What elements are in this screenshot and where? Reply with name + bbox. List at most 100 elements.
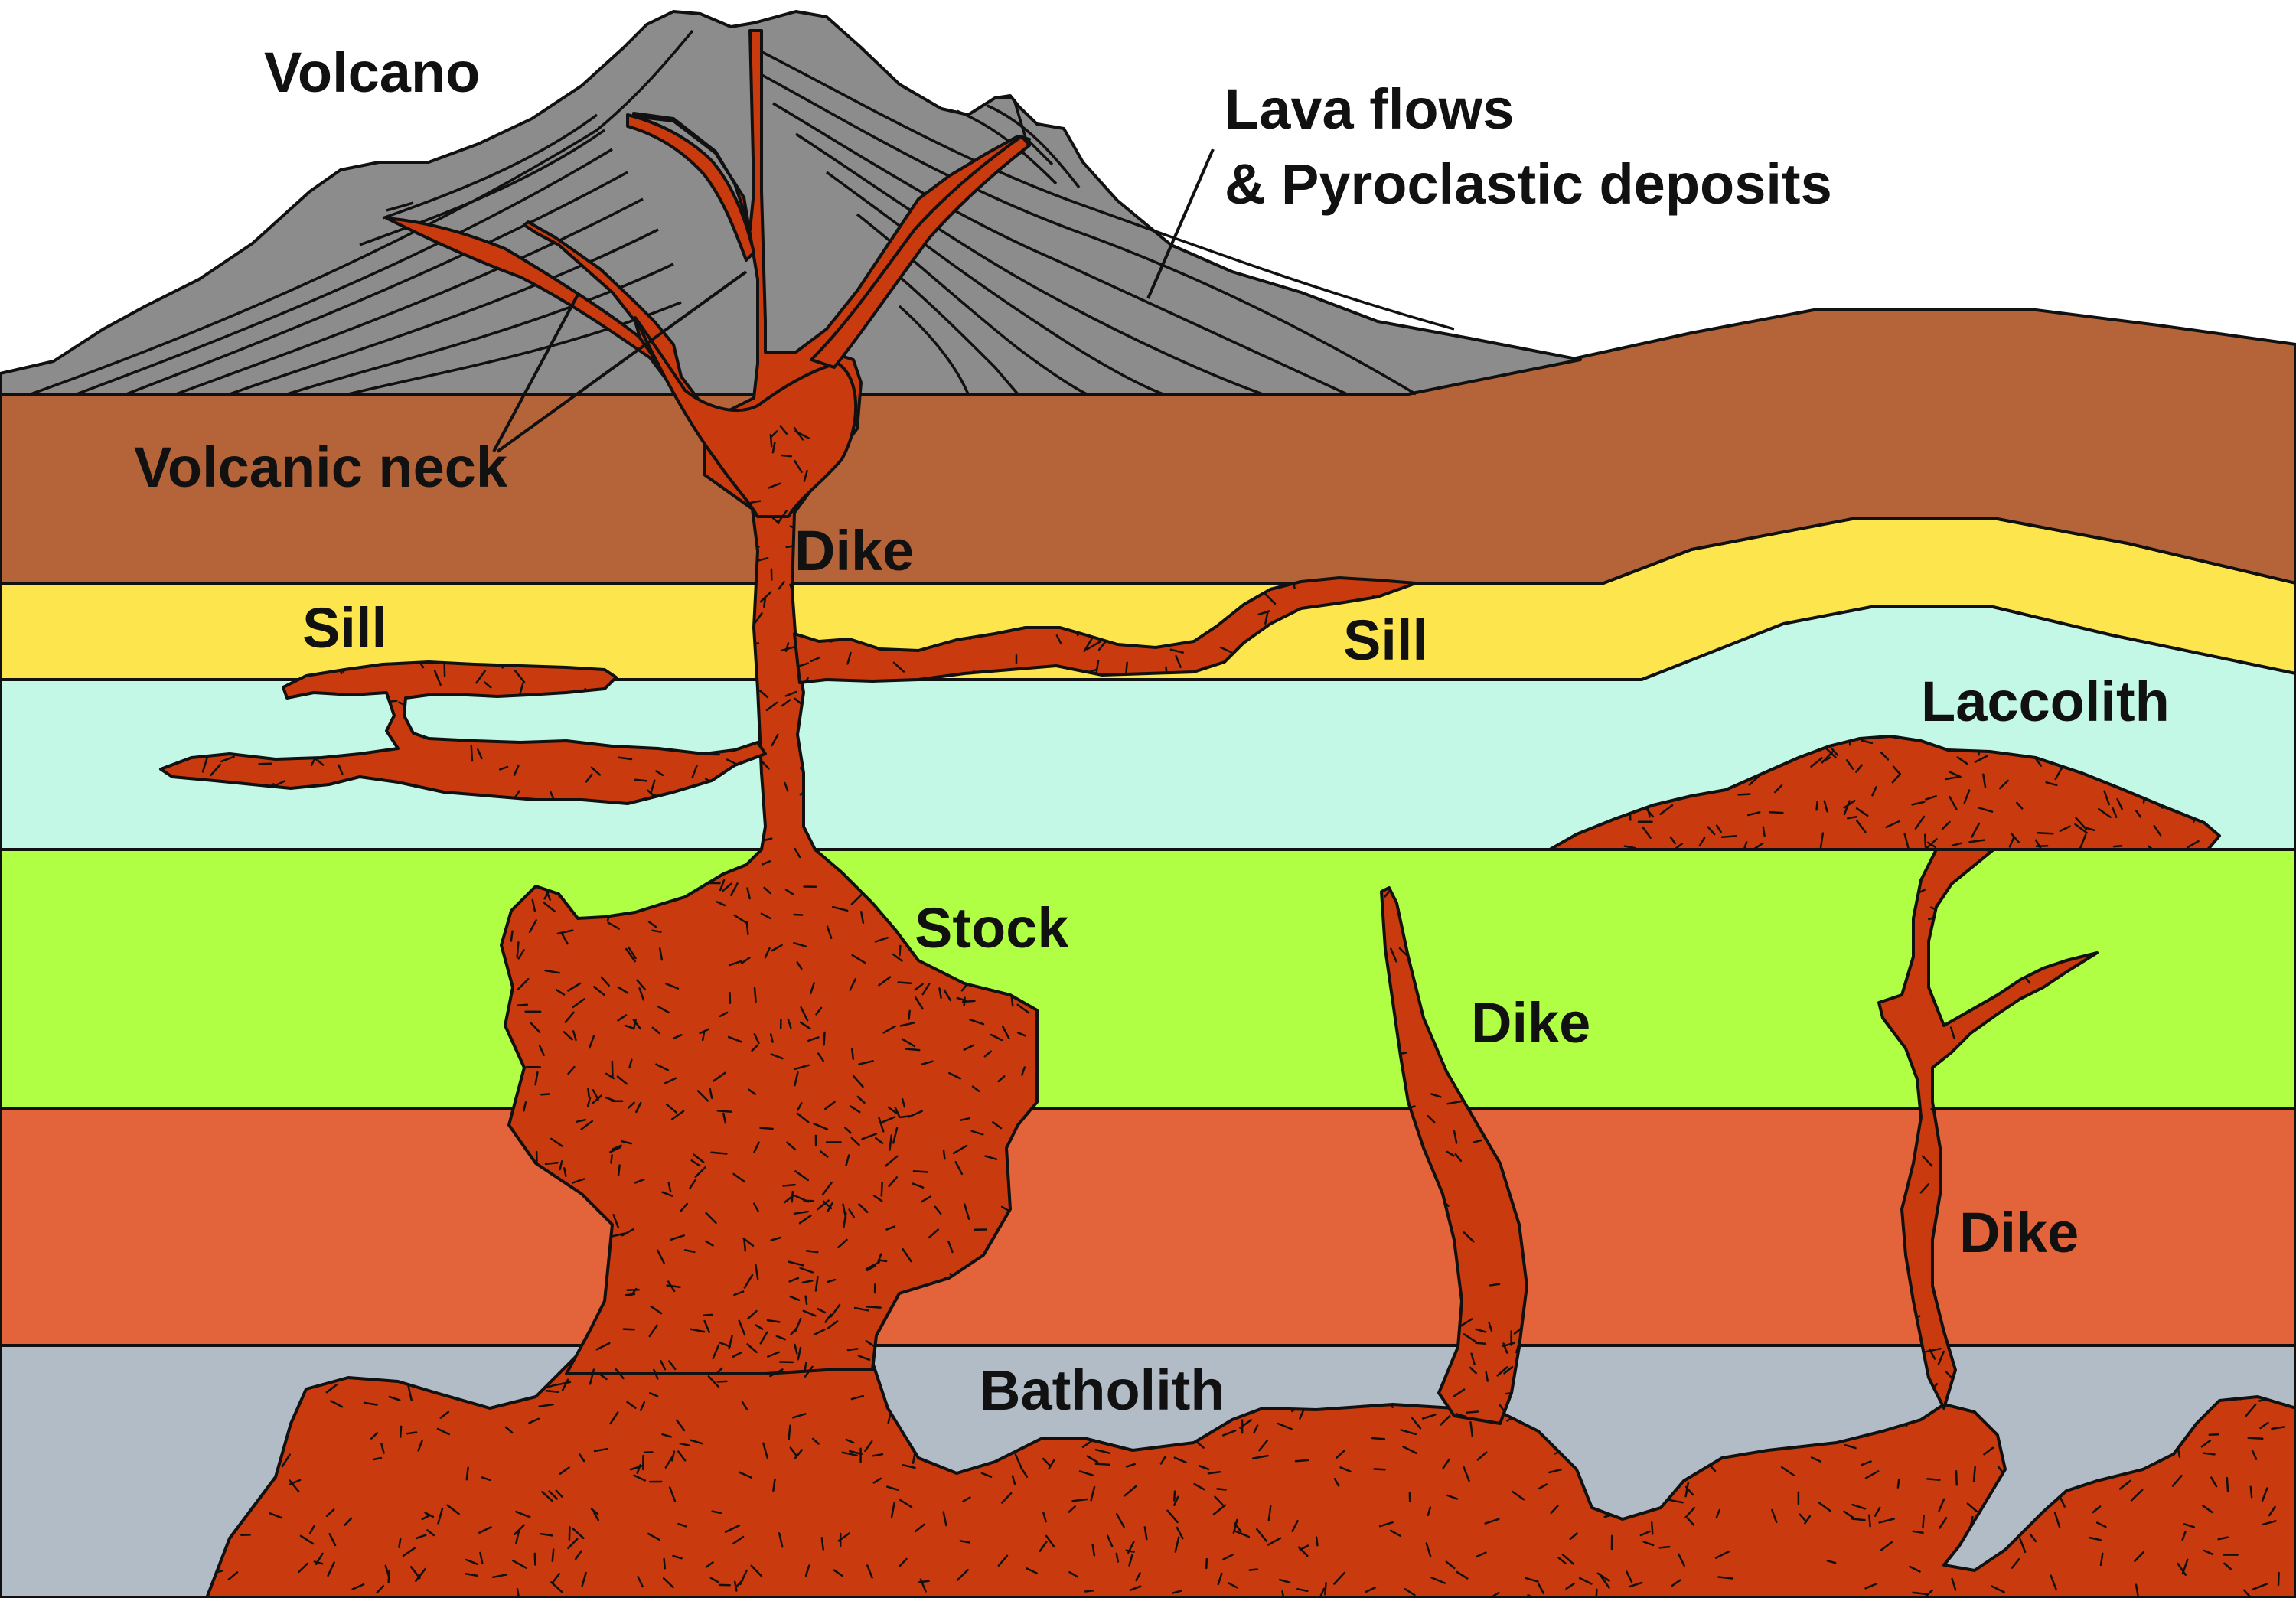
texture-dash xyxy=(1000,1492,1013,1504)
texture-dash xyxy=(816,1199,830,1211)
texture-dash xyxy=(709,1577,719,1583)
texture-dash xyxy=(1963,789,1971,804)
texture-dash xyxy=(1021,1066,1026,1076)
texture-dash xyxy=(616,1075,628,1085)
texture-dash xyxy=(794,1343,798,1355)
texture-dash xyxy=(959,1540,970,1544)
texture-dash xyxy=(1924,1589,1934,1598)
volcano-cone xyxy=(0,10,1582,396)
texture-dash xyxy=(664,1456,673,1469)
texture-dash xyxy=(658,947,664,961)
texture-dash xyxy=(892,953,903,962)
texture-dash xyxy=(1430,1577,1446,1584)
texture-dash xyxy=(876,1253,882,1264)
texture-dash xyxy=(634,778,647,782)
texture-dash xyxy=(1998,779,2009,790)
texture-dash xyxy=(1384,889,1391,898)
texture-dash xyxy=(791,1413,807,1419)
texture-dash xyxy=(1937,1350,1945,1365)
texture-dash xyxy=(1378,1521,1394,1528)
texture-dash xyxy=(2203,1549,2214,1556)
texture-dash xyxy=(1084,1590,1094,1593)
lava-flow-strata xyxy=(30,29,1455,396)
texture-dash xyxy=(878,1116,885,1133)
texture-dash xyxy=(1441,1374,1448,1388)
texture-dash xyxy=(579,1453,585,1463)
texture-dash xyxy=(1455,1413,1466,1417)
texture-dash xyxy=(1026,1567,1039,1574)
texture-dash xyxy=(716,1380,728,1383)
texture-dash xyxy=(328,1533,337,1547)
texture-dash xyxy=(770,1236,782,1241)
texture-dash xyxy=(712,1344,720,1360)
texture-dash xyxy=(1956,756,1968,765)
texture-dash xyxy=(426,1529,435,1537)
texture-dash xyxy=(779,425,788,435)
texture-dash xyxy=(663,1557,667,1570)
texture-dash xyxy=(2261,1487,2268,1502)
texture-dash xyxy=(595,1342,611,1351)
texture-dash xyxy=(587,1088,590,1098)
texture-dash xyxy=(964,1203,970,1220)
texture-dash xyxy=(1296,1587,1309,1593)
texture-dash xyxy=(1945,1371,1955,1381)
texture-dash xyxy=(1106,1534,1114,1547)
texture-dash xyxy=(561,933,569,945)
texture-dash xyxy=(1402,1446,1417,1455)
texture-dash xyxy=(689,1179,697,1189)
texture-dash xyxy=(647,921,657,928)
texture-dash xyxy=(824,1101,836,1110)
label-lava-flows-line1: Lava flows xyxy=(1225,77,1514,141)
texture-dash xyxy=(1951,1577,1957,1591)
texture-dash xyxy=(872,1195,883,1202)
texture-dash xyxy=(1086,640,1102,651)
texture-dash xyxy=(764,947,771,959)
texture-dash xyxy=(912,1182,925,1189)
texture-dash xyxy=(899,1022,915,1027)
texture-dash xyxy=(399,1425,403,1438)
texture-dash xyxy=(1982,773,1987,788)
texture-dash xyxy=(762,860,771,866)
texture-dash xyxy=(799,1267,814,1274)
texture-dash xyxy=(269,1512,283,1519)
texture-dash xyxy=(1861,739,1874,745)
texture-dash xyxy=(799,1021,811,1030)
volcanic-neck-body xyxy=(634,316,858,518)
texture-dash xyxy=(1600,1575,1610,1589)
texture-dash xyxy=(1466,1410,1479,1414)
texture-dash xyxy=(559,1466,570,1475)
texture-dash xyxy=(2092,1505,2102,1514)
texture-dash xyxy=(655,770,664,777)
texture-dash xyxy=(1365,1587,1377,1593)
texture-dash xyxy=(793,459,803,473)
texture-dash xyxy=(511,1559,527,1569)
texture-dash xyxy=(672,1554,683,1560)
texture-dash xyxy=(1442,1458,1450,1469)
texture-dash xyxy=(513,765,520,777)
texture-dash xyxy=(2011,1558,2020,1569)
texture-dash xyxy=(1264,610,1269,625)
texture-dash xyxy=(1642,826,1652,839)
feeder-dike-left xyxy=(385,217,660,365)
texture-dash xyxy=(794,847,801,859)
texture-dash xyxy=(948,1071,961,1080)
texture-dash xyxy=(1324,1581,1327,1596)
texture-dash xyxy=(1115,1513,1125,1528)
texture-dash xyxy=(1855,820,1867,833)
texture-dash xyxy=(628,946,637,960)
texture-dash xyxy=(755,1324,764,1330)
texture-dash xyxy=(2008,837,2015,848)
texture-dash xyxy=(388,1395,401,1401)
texture-dash xyxy=(2171,1474,2183,1487)
texture-dash xyxy=(1173,1490,1176,1502)
texture-dash xyxy=(576,1118,587,1123)
texture-dash xyxy=(1446,1494,1459,1500)
texture-dash xyxy=(2098,807,2112,818)
texture-dash xyxy=(2118,1479,2131,1490)
texture-dash xyxy=(801,1280,814,1284)
texture-dash xyxy=(848,1208,855,1218)
texture-dash xyxy=(1427,1115,1436,1123)
texture-dash xyxy=(402,1547,416,1557)
texture-dash xyxy=(618,756,633,761)
